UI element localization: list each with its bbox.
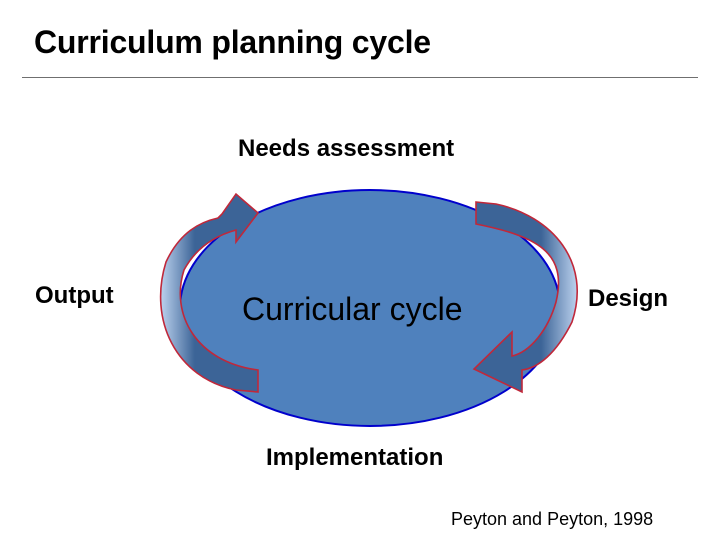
slide-title: Curriculum planning cycle	[34, 24, 431, 60]
stage-label-design: Design	[588, 285, 669, 312]
title-underline	[22, 77, 698, 78]
citation: Peyton and Peyton, 1998	[451, 509, 654, 529]
stage-label-implementation: Implementation	[266, 444, 444, 471]
stage-label-needs-assessment: Needs assessment	[238, 135, 455, 162]
stage-label-output: Output	[35, 282, 114, 309]
arrow-design-to-implementation	[472, 201, 578, 394]
center-label: Curricular cycle	[242, 291, 463, 327]
arrow-output-to-needs	[159, 192, 260, 393]
